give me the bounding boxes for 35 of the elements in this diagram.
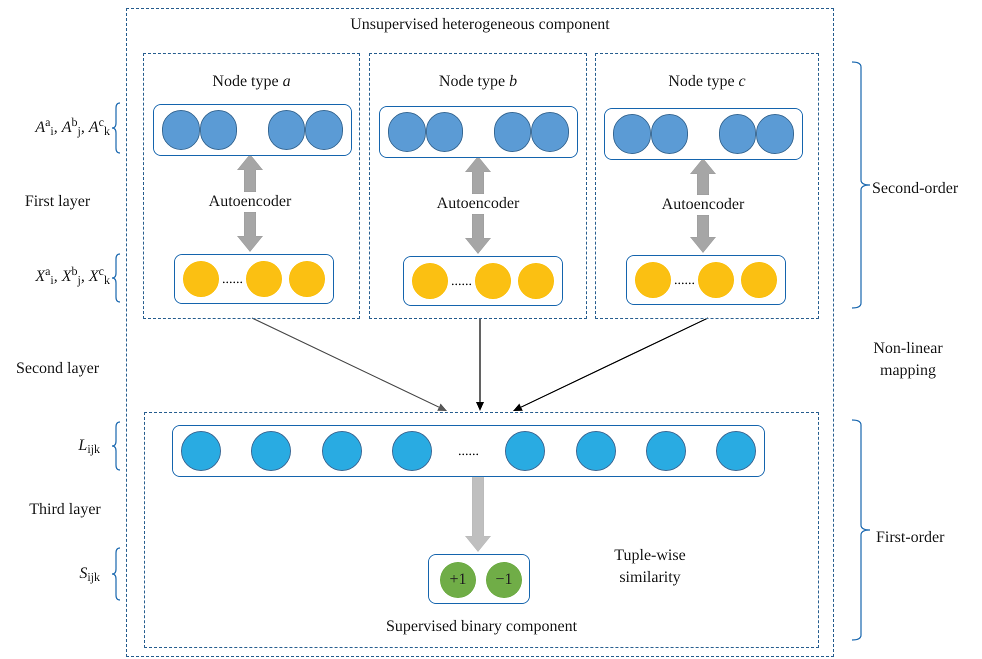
ellipsis-text: ...... xyxy=(458,442,479,460)
neuron-layer-box xyxy=(153,104,352,156)
dashed-panel xyxy=(143,53,360,319)
edge-label: Autoencoder xyxy=(660,194,746,214)
neuron-layer-box xyxy=(379,106,578,158)
dashed-panel xyxy=(595,53,819,319)
arrow xyxy=(513,317,708,411)
neuron-layer-box xyxy=(174,254,334,304)
output-value: −1 xyxy=(495,570,513,590)
annotation-label: S$_{ijk}$ xyxy=(79,564,100,585)
dashed-panel xyxy=(144,412,819,648)
annotation-label: Third layer xyxy=(29,500,101,520)
dashed-panel xyxy=(369,53,587,319)
neuron-layer-box xyxy=(172,425,765,477)
edge-label: Autoencoder xyxy=(434,194,522,214)
arrow xyxy=(476,318,484,411)
annotation-label: L$_{ijk}$ xyxy=(78,436,100,457)
annotation-label: First layer xyxy=(24,192,90,212)
ellipsis-text: ...... xyxy=(451,272,472,290)
annotation-label: Tuple-wise similarity xyxy=(613,546,687,588)
annotation-label: Second layer xyxy=(16,359,100,379)
annotation-label: First-order xyxy=(876,528,944,548)
annotation-label: Non-linear mapping xyxy=(872,339,944,381)
ellipsis-text: ...... xyxy=(222,270,243,288)
neuron-layer-box xyxy=(626,255,786,305)
block-arrow xyxy=(465,475,491,552)
neuron-layer-box xyxy=(403,256,563,306)
output-value: +1 xyxy=(449,570,467,590)
ellipsis-text: ...... xyxy=(674,272,695,290)
component-frame xyxy=(126,8,834,657)
arrow xyxy=(252,317,447,411)
neuron-layer-box xyxy=(604,108,803,160)
output-box xyxy=(428,554,530,604)
annotation-label: Second-order xyxy=(872,179,958,199)
edge-label: Autoencoder xyxy=(206,192,294,212)
